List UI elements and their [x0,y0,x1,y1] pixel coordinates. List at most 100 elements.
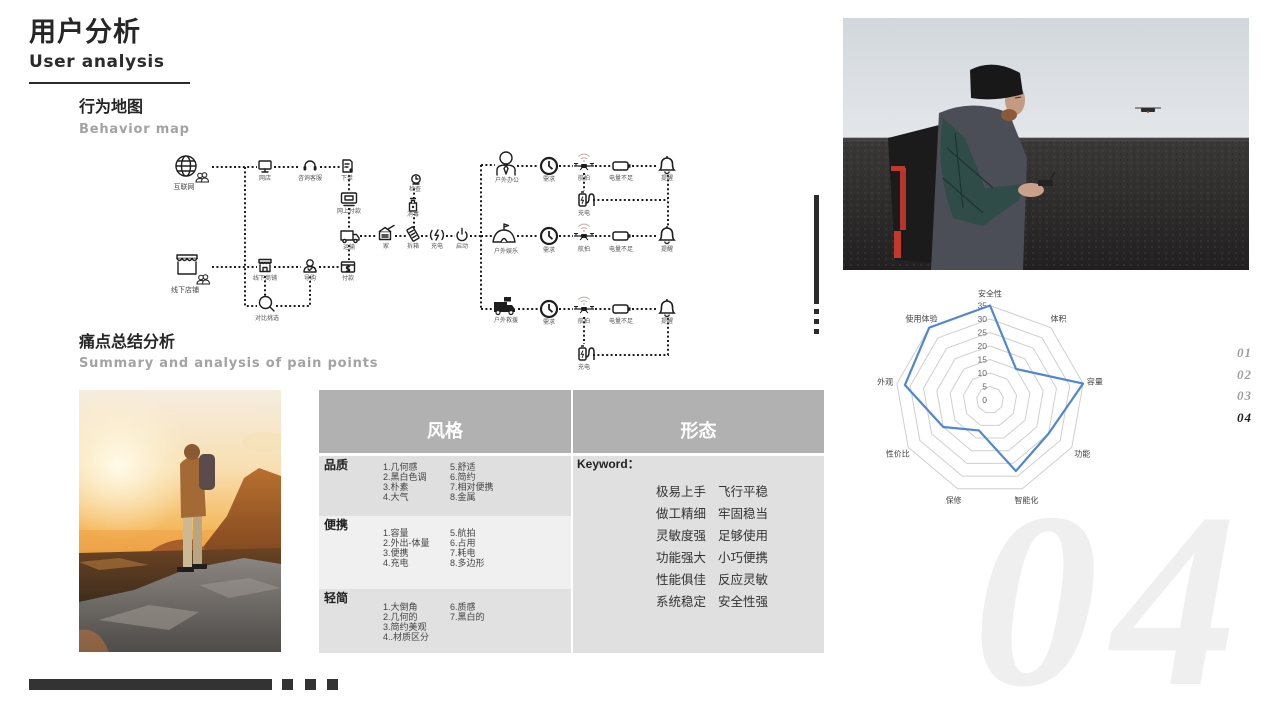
decorative-bottom-bar [29,679,272,690]
node-label-power-on: 启动 [456,242,468,250]
radar-category-label: 性价比 [886,448,910,458]
node-label-shipping: 运输 [343,243,355,251]
radar-series-line [903,304,1085,473]
keyword: 灵敏度强 [656,529,707,543]
spray-bottle-icon [408,197,418,212]
connector-lines [212,164,669,356]
list-item: 2.几何的 [383,612,418,622]
node-label-low-battery: 电量不足 [609,317,633,325]
radar-tick-label: 20 [978,341,988,351]
node-label-internet: 互联网 [174,182,195,191]
cash-register-icon [340,261,356,273]
keyword-label: Keyword： [577,457,640,471]
radar-category-label: 使用体验 [906,313,938,323]
node-label-charge: 充电 [431,242,443,250]
style-row-portable: 便携 1.容量 2.外出-体量 3.便携 4.充电 5.航拍 6.占用 7.耗电… [319,516,571,589]
page-subtitle: User analysis [29,52,165,72]
list-item: 6.质感 [450,602,476,612]
radar-category-label: 智能化 [1014,495,1038,505]
storefront-icon [176,254,198,275]
list-item: 6.占用 [450,538,476,548]
node-label-low-battery: 电量不足 [609,174,633,182]
node-label-demand: 需求 [543,246,555,254]
node-label-reminder: 提醒 [661,245,673,253]
item-list: 5.舒适 6.简约 7.相对便携 8.金属 [450,462,494,502]
table-header-form: 形态 [573,390,824,453]
node-label-aerial-photo: 航拍 [578,317,590,325]
radar-grid-ring [923,331,1057,464]
node-label-customer-service: 咨询客服 [298,174,322,182]
radar-tick-label: 35 [978,301,988,311]
keyword: 飞行平稳 [718,485,769,499]
node-label-demand: 需求 [543,318,555,326]
node-label-home: 家 [383,242,389,250]
list-item: 7.耗电 [450,548,476,558]
keyword-row: 功能强大 小巧便携 [656,547,780,569]
behavior-map-subtitle: Behavior map [79,122,190,137]
clock-icon [539,226,559,246]
drone-icon [573,296,595,314]
title-divider [29,82,190,84]
keyword: 性能俱佳 [656,573,707,587]
list-item: 7.黑白的 [450,612,485,622]
keyword-row: 做工精细 牢固稳当 [656,503,780,525]
clock-icon [539,299,559,319]
photo-hiker-sunset [79,390,281,652]
style-row-quality: 品质 1.几何感 2.黑白色调 3.朴素 4.大气 5.舒适 6.简约 7.相对… [319,456,571,516]
node-label-offline-shop: 线下商铺 [253,274,277,282]
node-label-place-order: 下单 [341,174,353,182]
pain-points-title: 痛点总结分析 [79,332,176,351]
node-label-unbox: 拆箱 [407,242,419,250]
node-label-online-shop: 网店 [259,174,271,182]
users-icon [196,274,210,285]
list-item: 1.几何感 [383,462,418,472]
keyword: 极易上手 [656,485,707,499]
node-label-aerial-photo: 航拍 [578,174,590,182]
charger-icon [578,345,595,361]
radar-tick-label: 5 [982,382,987,392]
magnifier-icon [258,295,275,312]
page-number-01: 01 [1237,345,1252,360]
item-list: 1.几何感 2.黑白色调 3.朴素 4.大气 [383,462,427,502]
decorative-square [327,679,338,690]
radar-category-label: 安全性 [978,289,1002,299]
list-item: 4..材质区分 [383,632,430,642]
drone-in-sky [1135,107,1161,113]
page-number-03: 03 [1237,388,1252,403]
bell-icon [659,298,675,318]
behavior-map-title: 行为地图 [79,97,144,116]
section-number-watermark: 04 [973,462,1251,720]
list-item: 1.容量 [383,528,409,538]
node-label-payment: 付款 [342,274,354,282]
decorative-square [282,679,293,690]
node-label-offline-store: 线下店铺 [171,285,199,294]
home-icon [378,224,395,241]
users-icon [195,172,209,183]
node-label-disinfect: 消毒 [407,210,419,218]
list-item: 7.相对便携 [450,482,494,492]
businessman-icon [496,151,516,176]
payment-screen-icon [340,192,358,207]
radar-category-label: 保修 [946,495,962,505]
node-label-compare-select: 对比挑选 [255,314,279,322]
item-list: 6.质感 7.黑白的 [450,602,485,622]
keyword-row: 性能俱佳 反应灵敏 [656,569,780,591]
list-item: 6.简约 [450,472,476,482]
node-label-inspect: 检查 [409,185,421,193]
list-item: 3.便携 [383,548,409,558]
node-label-low-battery: 电量不足 [609,245,633,253]
decorative-vertical-bar [814,195,819,304]
list-item: 5.舒适 [450,462,476,472]
radar-tick-label: 10 [978,368,988,378]
node-label-reminder: 提醒 [661,174,673,182]
keyword: 小巧便携 [718,551,769,565]
radar-category-label: 体积 [1050,313,1066,323]
keyword: 反应灵敏 [718,573,769,587]
section-pagination: 01 02 03 04 [1222,342,1252,428]
node-label-online-payment: 网上付款 [337,207,361,215]
headset-icon [303,160,317,171]
keyword-grid: 极易上手 飞行平稳 做工精细 牢固稳当 灵敏度强 足够使用 功能强大 小巧便携 … [656,481,780,613]
